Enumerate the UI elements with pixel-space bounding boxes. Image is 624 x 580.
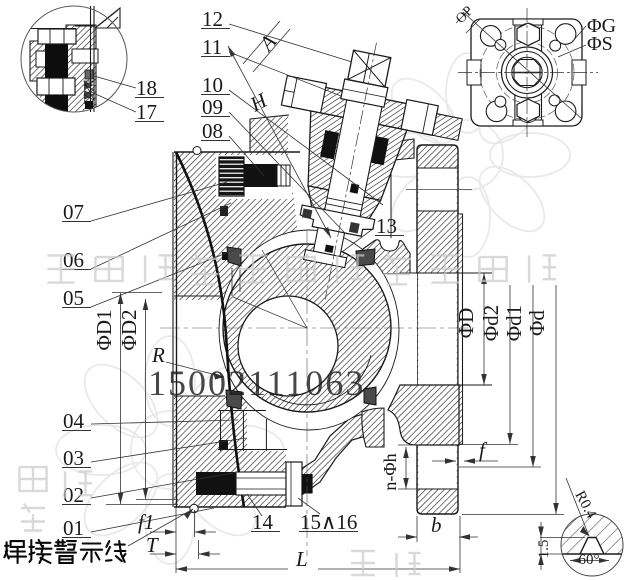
svg-text:10: 10 <box>202 73 223 97</box>
svg-text:ΦS: ΦS <box>587 33 613 55</box>
svg-text:11: 11 <box>202 35 222 59</box>
svg-text:f1: f1 <box>138 510 154 534</box>
svg-text:b: b <box>431 513 442 537</box>
svg-text:09: 09 <box>202 95 223 119</box>
svg-text:03: 03 <box>63 446 84 470</box>
svg-text:15002111063: 15002111063 <box>148 363 365 403</box>
svg-text:14: 14 <box>252 510 274 534</box>
svg-text:06: 06 <box>63 248 84 272</box>
svg-text:13: 13 <box>376 214 397 238</box>
svg-text:T: T <box>146 533 159 557</box>
svg-text:01: 01 <box>63 516 84 540</box>
svg-text:f: f <box>479 438 488 462</box>
svg-text:17: 17 <box>136 100 157 124</box>
svg-text:ΦD2: ΦD2 <box>117 309 141 350</box>
svg-text:L: L <box>295 547 308 571</box>
svg-text:1.5: 1.5 <box>536 540 552 559</box>
svg-text:ΦD: ΦD <box>454 308 478 339</box>
svg-text:Φd1: Φd1 <box>502 305 526 341</box>
svg-text:Φd2: Φd2 <box>479 305 503 341</box>
svg-text:18: 18 <box>136 76 157 100</box>
svg-text:60°: 60° <box>579 552 600 568</box>
svg-text:R: R <box>151 343 165 367</box>
svg-text:05: 05 <box>63 286 84 310</box>
svg-text:04: 04 <box>63 409 85 433</box>
svg-text:15∧16: 15∧16 <box>300 510 357 534</box>
svg-text:ΦD1: ΦD1 <box>92 309 116 350</box>
svg-text:ΦG: ΦG <box>587 15 616 37</box>
svg-text:12: 12 <box>202 7 223 31</box>
svg-text:n-Φh: n-Φh <box>380 453 400 490</box>
svg-text:02: 02 <box>63 483 84 507</box>
svg-text:07: 07 <box>63 200 84 224</box>
svg-text:08: 08 <box>202 119 223 143</box>
svg-text:Φd: Φd <box>525 310 549 336</box>
